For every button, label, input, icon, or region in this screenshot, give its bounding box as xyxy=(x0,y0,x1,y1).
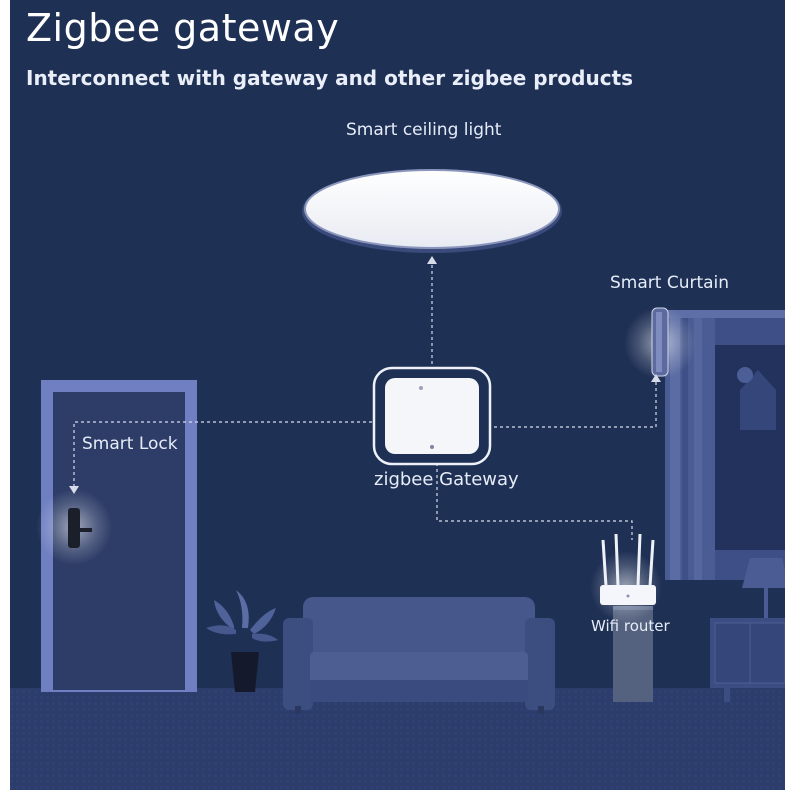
page-subtitle: Interconnect with gateway and other zigb… xyxy=(26,66,634,90)
smart-ceiling-light-icon xyxy=(302,169,562,253)
label-zigbee-gateway: zigbee Gateway xyxy=(374,469,519,490)
sofa xyxy=(283,597,555,714)
wifi-router-icon xyxy=(590,533,662,623)
zigbee-gateway-icon xyxy=(372,366,492,466)
potted-plant xyxy=(206,590,278,692)
label-smart-lock: Smart Lock xyxy=(82,434,178,454)
window-with-curtain xyxy=(662,310,785,580)
smart-lock-icon xyxy=(36,489,112,565)
side-cabinet xyxy=(710,618,785,702)
connection-arrowheads xyxy=(69,256,661,494)
room-illustration xyxy=(10,169,785,790)
label-smart-ceiling-light: Smart ceiling light xyxy=(346,120,502,140)
label-wifi-router: Wifi router xyxy=(591,617,670,635)
label-smart-curtain: Smart Curtain xyxy=(610,273,730,293)
floor-lamp xyxy=(742,558,785,618)
connection-lines xyxy=(73,262,657,540)
page-title: Zigbee gateway xyxy=(26,6,340,50)
smart-curtain-icon xyxy=(624,307,696,379)
room-scene: Zigbee gateway Interconnect with gateway… xyxy=(10,0,785,790)
floor xyxy=(10,688,785,790)
door xyxy=(41,380,197,692)
